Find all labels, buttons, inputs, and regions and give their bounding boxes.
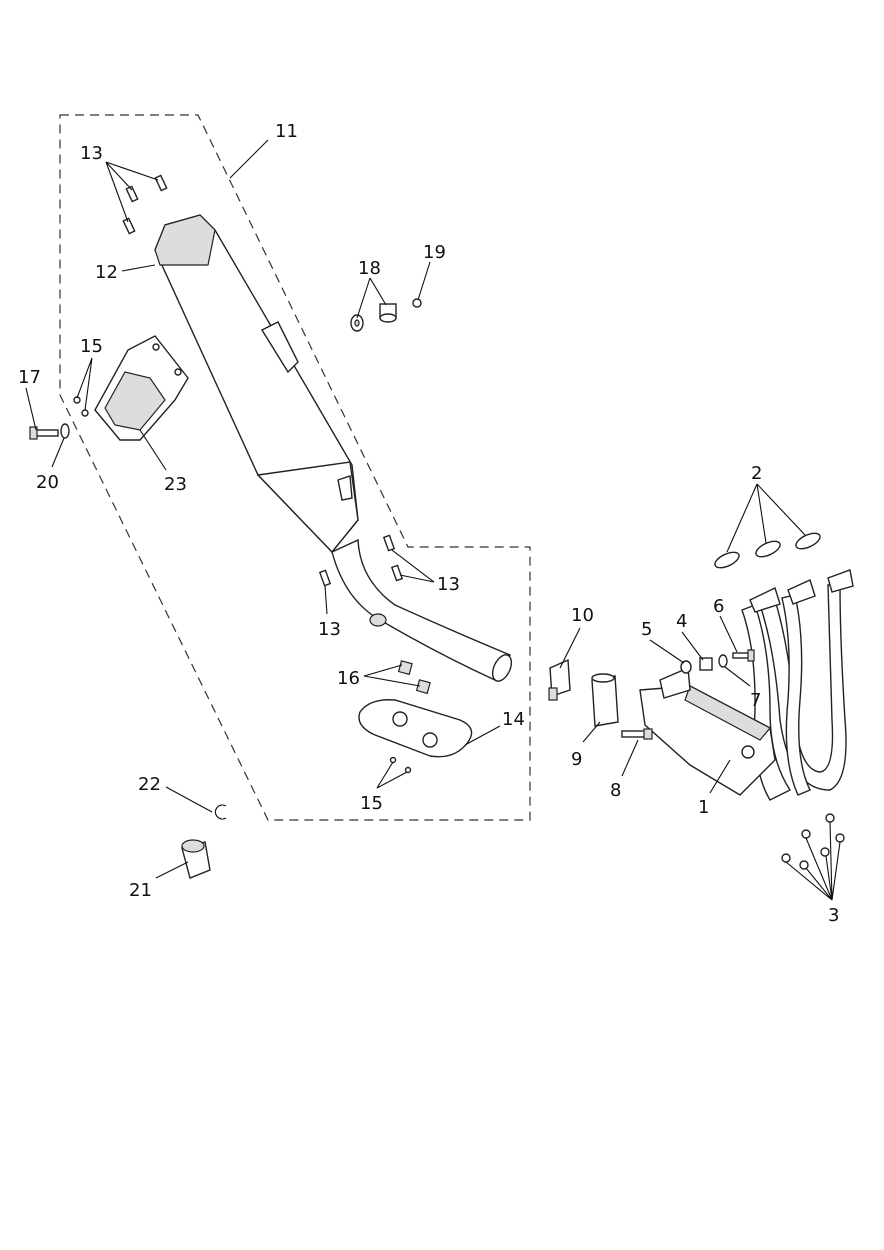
callout-21: 21 (129, 880, 152, 901)
nut[interactable] (801, 829, 811, 839)
callout-13: 13 (80, 143, 103, 164)
leader-lines (25, 139, 841, 901)
callout-4: 4 (676, 611, 687, 632)
callout-19: 19 (423, 242, 446, 263)
gasket[interactable] (713, 549, 742, 571)
screw[interactable] (389, 756, 397, 764)
callout-2: 2 (751, 463, 762, 484)
gasket[interactable] (754, 538, 783, 560)
callout-18: 18 (358, 258, 381, 279)
callout-11: 11 (275, 121, 298, 142)
callout-7: 7 (750, 690, 761, 711)
bolt[interactable] (29, 426, 59, 440)
heat-shield[interactable] (94, 335, 189, 441)
callout-9: 9 (571, 749, 582, 770)
nut[interactable] (412, 298, 422, 308)
clamp[interactable] (548, 658, 571, 701)
rubber-bush[interactable] (181, 839, 211, 879)
bolt[interactable] (125, 185, 139, 203)
callout-17: 17 (18, 367, 41, 388)
screw[interactable] (81, 409, 89, 417)
callout-6: 6 (713, 596, 724, 617)
bolt[interactable] (154, 174, 168, 192)
clip[interactable] (397, 660, 413, 676)
bolt[interactable] (732, 649, 755, 662)
silencer[interactable] (154, 214, 359, 554)
heat-pad[interactable] (358, 699, 473, 758)
link-pipe[interactable] (331, 538, 515, 684)
callout-13: 13 (318, 619, 341, 640)
nut[interactable] (835, 833, 845, 843)
callout-13: 13 (437, 574, 460, 595)
callout-23: 23 (164, 474, 187, 495)
callout-15: 15 (80, 336, 103, 357)
spacer[interactable] (379, 303, 397, 323)
callout-8: 8 (610, 780, 621, 801)
nut[interactable] (781, 853, 791, 863)
grommet[interactable] (350, 314, 364, 332)
screw[interactable] (404, 766, 412, 774)
callout-15: 15 (360, 793, 383, 814)
callout-10: 10 (571, 605, 594, 626)
silencer-assembly-boundary (59, 114, 531, 821)
bolt[interactable] (390, 564, 404, 582)
catalyst[interactable] (639, 666, 776, 796)
sleeve[interactable] (591, 673, 619, 727)
callout-16: 16 (337, 668, 360, 689)
callout-12: 12 (95, 262, 118, 283)
callout-22: 22 (138, 774, 161, 795)
gasket[interactable] (794, 530, 823, 552)
bolt[interactable] (122, 217, 136, 235)
c-clip[interactable] (214, 804, 227, 820)
nut[interactable] (825, 813, 835, 823)
callout-1: 1 (698, 797, 709, 818)
callout-5: 5 (641, 619, 652, 640)
bolt[interactable] (318, 569, 332, 587)
washer[interactable] (718, 654, 728, 668)
nut[interactable] (820, 847, 830, 857)
bolt[interactable] (382, 534, 396, 552)
o2-sensor[interactable] (621, 728, 653, 740)
callout-14: 14 (502, 709, 525, 730)
washer[interactable] (680, 660, 692, 674)
nut[interactable] (799, 860, 809, 870)
callout-3: 3 (828, 905, 839, 926)
washer[interactable] (60, 423, 70, 439)
callout-20: 20 (36, 472, 59, 493)
clip[interactable] (415, 679, 431, 695)
spacer[interactable] (699, 657, 713, 671)
